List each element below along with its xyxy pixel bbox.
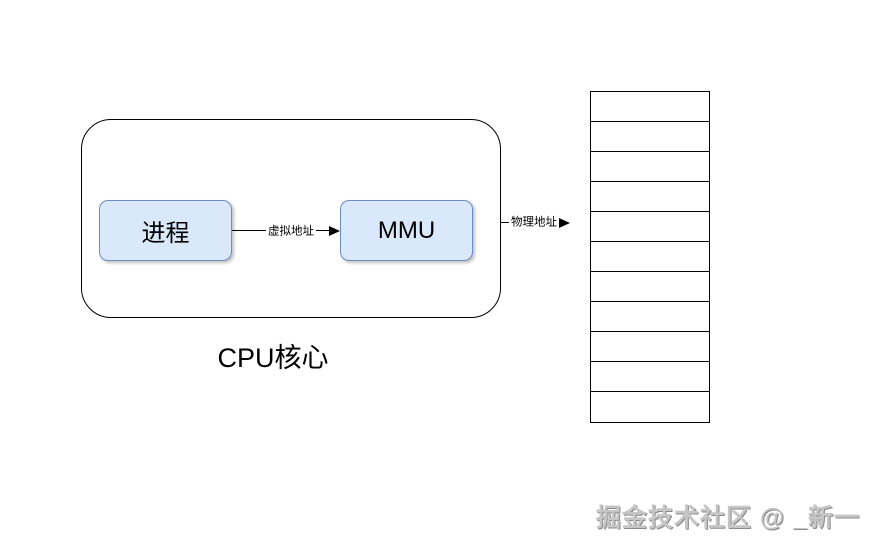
memory-cell — [591, 392, 709, 422]
physical-address-label: 物理地址 — [509, 216, 559, 230]
mmu-node: MMU — [340, 200, 473, 261]
process-node-label: 进程 — [141, 220, 190, 247]
memory-cell — [591, 152, 709, 182]
memory-cell — [591, 302, 709, 332]
watermark: 掘金技术社区 @ _新一 — [595, 504, 860, 532]
memory-table — [590, 91, 710, 423]
process-node: 进程 — [99, 200, 232, 261]
arrow-right-icon — [559, 218, 570, 228]
memory-cell — [591, 242, 709, 272]
memory-cell — [591, 182, 709, 212]
arrow-right-icon — [329, 226, 340, 236]
mmu-node-label: MMU — [377, 216, 436, 244]
memory-cell — [591, 272, 709, 302]
memory-cell — [591, 362, 709, 392]
memory-cell — [591, 122, 709, 152]
memory-cell — [591, 92, 709, 122]
memory-cell — [591, 212, 709, 242]
memory-cell — [591, 332, 709, 362]
virtual-address-label: 虚拟地址 — [266, 225, 316, 239]
cpu-core-caption: CPU核心 — [217, 343, 329, 373]
